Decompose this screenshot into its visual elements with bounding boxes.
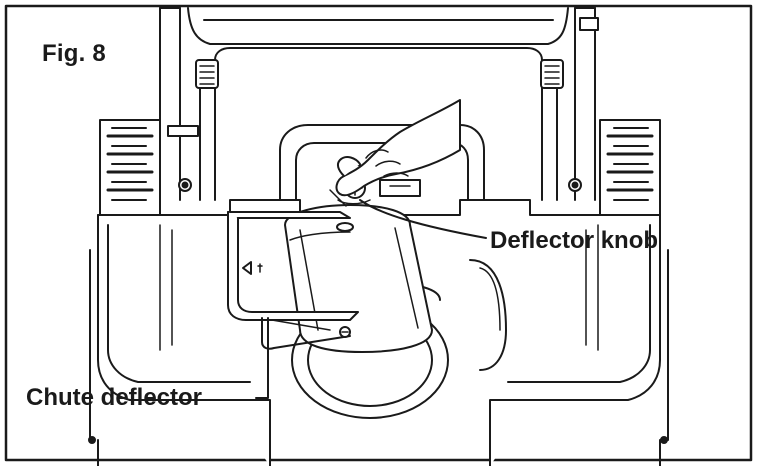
chute-deflector-leader: [255, 317, 269, 399]
deflector-knob-label: Deflector knob: [490, 227, 659, 254]
left-tire: [99, 119, 192, 216]
chute-body: [284, 204, 433, 353]
chute-deflector-part: [227, 211, 359, 350]
figure-label: Fig. 8: [42, 40, 106, 67]
chute-deflector-label: Chute deflector: [26, 384, 203, 411]
deflector-knob-leader: [359, 199, 487, 239]
hand-illustration: [329, 99, 461, 207]
housing-body: [88, 199, 669, 466]
